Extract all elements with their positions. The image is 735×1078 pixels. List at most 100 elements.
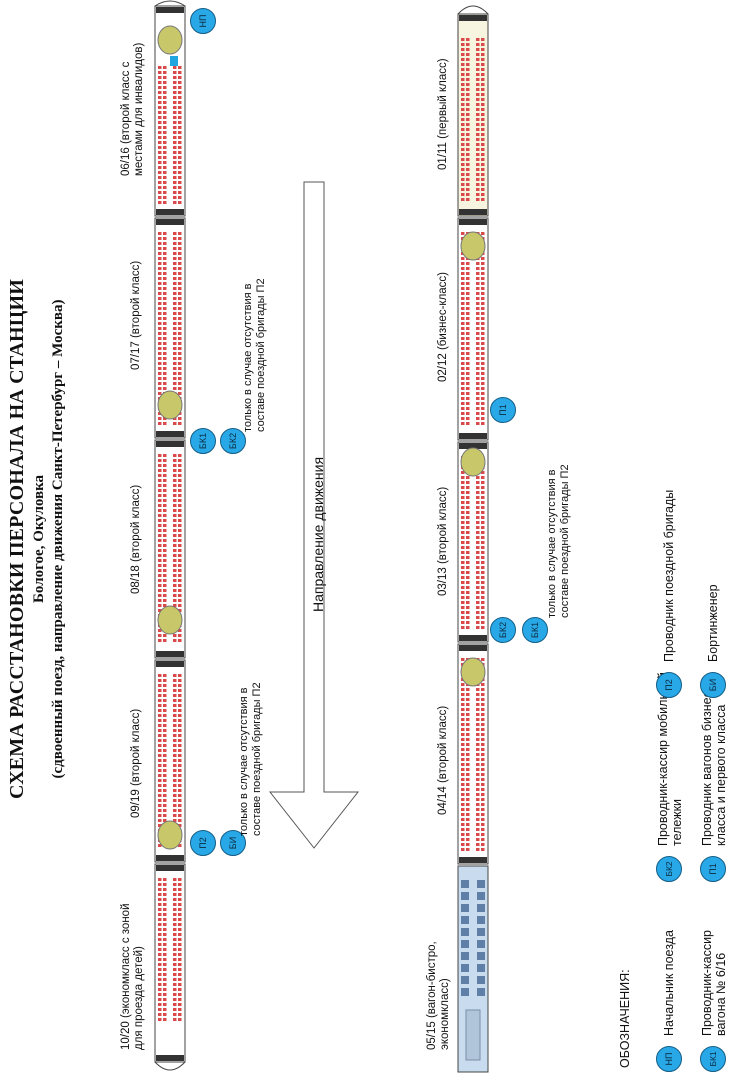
left-car-10-20-seat bbox=[158, 1008, 162, 1011]
left-car-08-18-seat bbox=[158, 564, 162, 567]
left-car-07-17-seat bbox=[173, 382, 177, 385]
left-car-07-17-seat bbox=[178, 302, 182, 305]
left-car-08-18-seat bbox=[173, 484, 177, 487]
right-car-04-14-seat bbox=[461, 798, 465, 801]
note-bk2: только в случае отсутствия в составе пое… bbox=[242, 278, 267, 432]
left-car-09-19-seat bbox=[178, 694, 182, 697]
right-car-02-12-seat bbox=[476, 327, 480, 330]
left-car-07-17-seat bbox=[158, 362, 162, 365]
right-car-03-13-seat bbox=[481, 591, 485, 594]
legend-badge-bk2: БК2 bbox=[656, 856, 682, 882]
left-car-08-18-seat bbox=[173, 474, 177, 477]
right-car-03-13-seat bbox=[476, 606, 480, 609]
left-car-08-18-seat bbox=[178, 639, 182, 642]
right-car-04-14-end-top bbox=[459, 645, 487, 651]
left-car-08-18-seat bbox=[158, 579, 162, 582]
left-car-08-18-seat bbox=[163, 469, 167, 472]
right-car-02-12-seat bbox=[481, 282, 485, 285]
right-car-04-14-seat bbox=[466, 733, 470, 736]
left-car-06-16-seat bbox=[158, 116, 162, 119]
left-car-07-17-seat bbox=[163, 322, 167, 325]
left-car-09-19-end-top bbox=[156, 661, 184, 667]
left-car-10-20-seat bbox=[178, 918, 182, 921]
right-car-04-14-seat bbox=[476, 718, 480, 721]
left-car-07-17-seat bbox=[178, 362, 182, 365]
left-car-06-16-seat bbox=[158, 131, 162, 134]
left-car-10-20-seat bbox=[158, 958, 162, 961]
right-car-02-12-seat bbox=[466, 267, 470, 270]
left-car-08-18-seat bbox=[178, 554, 182, 557]
right-car-01-11-seat bbox=[461, 128, 465, 131]
right-car-01-11-seat bbox=[461, 173, 465, 176]
left-car-09-19-seat bbox=[163, 704, 167, 707]
right-car-02-12-seat bbox=[476, 377, 480, 380]
right-car-01-11-seat bbox=[481, 93, 485, 96]
right-car-04-14-seat bbox=[466, 713, 470, 716]
right-car-03-13-seat bbox=[461, 496, 465, 499]
right-car-02-12-seat bbox=[461, 387, 465, 390]
left-car-08-18-seat bbox=[158, 494, 162, 497]
left-car-10-20-seat bbox=[178, 963, 182, 966]
left-car-10-20-end-bottom bbox=[156, 1055, 184, 1061]
right-car-03-13-seat bbox=[476, 481, 480, 484]
left-car-06-16-seat bbox=[158, 151, 162, 154]
left-car-08-18-seat bbox=[158, 524, 162, 527]
bistro-table bbox=[477, 940, 485, 948]
left-car-06-16-seat bbox=[173, 176, 177, 179]
left-car-10-20-seat bbox=[163, 913, 167, 916]
right-car-04-14-seat bbox=[466, 798, 470, 801]
right-car-03-13-seat bbox=[466, 606, 470, 609]
left-car-07-17-seat bbox=[173, 357, 177, 360]
left-car-07-17-seat bbox=[163, 327, 167, 330]
right-car-04-14-seat bbox=[481, 693, 485, 696]
left-car-09-19-seat bbox=[158, 819, 162, 822]
left-car-10-20-seat bbox=[178, 928, 182, 931]
right-car-03-13-seat bbox=[461, 471, 465, 474]
left-car-09-19-seat bbox=[158, 754, 162, 757]
right-car-04-14-seat bbox=[476, 728, 480, 731]
right-car-03-13-seat bbox=[481, 616, 485, 619]
left-car-06-16-seat bbox=[178, 126, 182, 129]
left-car-08-18-seat bbox=[178, 634, 182, 637]
left-car-09-19-seat bbox=[173, 804, 177, 807]
legend-badge-bk1: БК1 bbox=[700, 1046, 726, 1072]
left-car-09-19-seat bbox=[178, 729, 182, 732]
left-car-07-17-seat bbox=[173, 252, 177, 255]
left-car-10-20-seat bbox=[163, 963, 167, 966]
left-car-09-19-seat bbox=[173, 739, 177, 742]
left-car-10-20-seat bbox=[158, 898, 162, 901]
right-car-04-14-seat bbox=[481, 823, 485, 826]
left-car-10-20-seat bbox=[178, 908, 182, 911]
left-car-10-20-seat bbox=[178, 993, 182, 996]
right-car-03-13-seat bbox=[461, 591, 465, 594]
left-car-09-19-seat bbox=[178, 709, 182, 712]
right-car-01-11-seat bbox=[476, 153, 480, 156]
left-car-08-18-seat bbox=[158, 584, 162, 587]
right-car-01-11-seat bbox=[461, 108, 465, 111]
left-car-07-17-seat bbox=[158, 327, 162, 330]
left-car-06-16-seat bbox=[163, 71, 167, 74]
left-car-09-19-seat bbox=[178, 724, 182, 727]
left-car-06-16-seat bbox=[173, 171, 177, 174]
right-car-04-14-seat bbox=[461, 723, 465, 726]
left-car-09-19-seat bbox=[158, 774, 162, 777]
right-car-01-11-seat bbox=[466, 133, 470, 136]
right-car-02-12-seat bbox=[466, 422, 470, 425]
left-car-06-16-seat bbox=[158, 191, 162, 194]
left-car-08-18-seat bbox=[178, 599, 182, 602]
right-car-01-11-seat bbox=[476, 83, 480, 86]
left-car-08-18-seat bbox=[173, 604, 177, 607]
left-car-06-16-seat bbox=[163, 156, 167, 159]
right-car-01-11-seat bbox=[481, 138, 485, 141]
right-car-02-12-seat bbox=[481, 302, 485, 305]
left-car-08-18-seat bbox=[178, 464, 182, 467]
left-car-08-18-seat bbox=[158, 609, 162, 612]
right-car-02-12-seat bbox=[461, 367, 465, 370]
right-car-03-13-seat bbox=[481, 496, 485, 499]
right-car-02-12-seat bbox=[466, 282, 470, 285]
left-car-06-16-seat bbox=[163, 176, 167, 179]
legend-heading: ОБОЗНАЧЕНИЯ: bbox=[618, 969, 632, 1068]
right-car-02-12-seat bbox=[466, 332, 470, 335]
left-car-10-20-seat bbox=[158, 953, 162, 956]
right-car-02-12-seat bbox=[461, 332, 465, 335]
